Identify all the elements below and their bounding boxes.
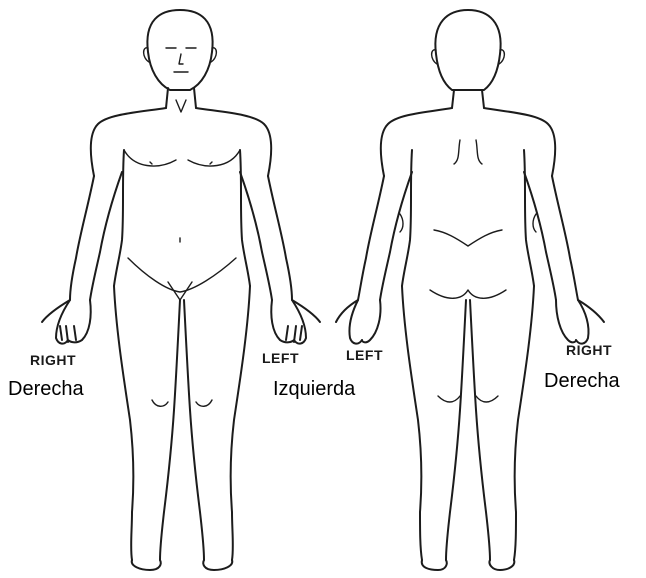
front-leg-right <box>114 286 180 560</box>
front-body-figure <box>42 10 320 570</box>
front-right-label-spanish: Derecha <box>8 378 84 401</box>
back-right-label: RIGHT <box>566 342 612 358</box>
back-left-label: LEFT <box>346 347 383 363</box>
back-right-label-spanish: Derecha <box>544 370 620 393</box>
front-head <box>147 10 212 90</box>
front-left-label: LEFT <box>262 350 299 366</box>
front-leg-left <box>184 286 250 560</box>
back-arm-right <box>524 172 578 300</box>
back-leg-left <box>402 286 466 560</box>
back-head <box>435 10 500 90</box>
back-leg-right <box>470 286 534 560</box>
back-arm-left <box>358 172 412 300</box>
front-hand-left <box>271 300 320 344</box>
front-arm-left <box>240 172 292 300</box>
front-hand-right <box>42 300 91 344</box>
front-left-label-spanish: Izquierda <box>273 378 355 401</box>
back-hand-left <box>336 300 381 344</box>
front-torso <box>91 108 272 176</box>
back-body-figure <box>336 10 604 570</box>
back-torso <box>381 108 556 176</box>
front-right-label: RIGHT <box>30 352 76 368</box>
back-hand-right <box>556 300 604 344</box>
